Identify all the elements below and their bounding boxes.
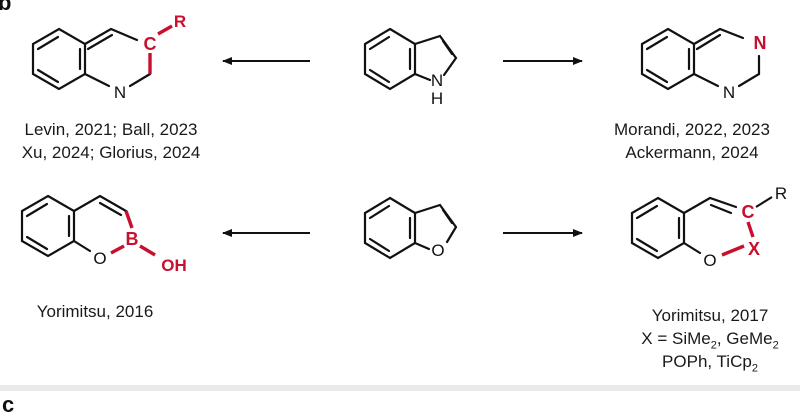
indole-hydrogen: H <box>431 89 443 108</box>
heterocycle-references: Yorimitsu, 2017 X = SiMe2, GeMe2 POPh, T… <box>620 304 800 375</box>
benzofuran-structure <box>363 196 458 260</box>
quinoline-structure <box>31 27 152 91</box>
heterocycle-carbon: C <box>742 202 755 222</box>
indole-nitrogen: N <box>431 71 443 90</box>
quinazoline-nitrogen-1: N <box>723 83 735 102</box>
quinoline-carbon: C <box>144 34 157 54</box>
heterocycle-ref-line-1: Yorimitsu, 2017 <box>651 306 769 325</box>
quinazoline-nitrogen-3: N <box>754 33 767 53</box>
oxaborine-b-o-bond <box>110 244 125 255</box>
heterocycle-structure <box>630 196 738 260</box>
oxaborine-references: Yorimitsu, 2016 <box>10 300 180 323</box>
oxaborine-boron: B <box>126 229 139 249</box>
quinoline-references: Levin, 2021; Ball, 2023 Xu, 2024; Gloriu… <box>0 118 222 164</box>
quinoline-r-bond <box>157 24 173 36</box>
quinoline-r-group: R <box>174 12 186 31</box>
quinazoline-structure <box>640 27 761 91</box>
heterocycle-oxygen: O <box>703 251 716 270</box>
indole-structure <box>363 27 458 91</box>
heterocycle-ref-line-2: X = SiMe2, GeMe2 <box>641 329 779 352</box>
quinoline-ref-line-2: Xu, 2024; Glorius, 2024 <box>21 143 201 162</box>
quinoline-nitrogen: N <box>114 83 126 102</box>
oxaborine-structure <box>20 194 128 258</box>
heterocycle-x-atom: X <box>748 239 760 259</box>
heterocycle-x-o-bond <box>721 244 745 257</box>
quinazoline-ref-line-1: Morandi, 2022, 2023 <box>614 120 770 139</box>
quinazoline-references: Morandi, 2022, 2023 Ackermann, 2024 <box>592 118 792 164</box>
heterocycle-ref-line-3: POPh, TiCp2 <box>662 352 758 375</box>
heterocycle-r-group: R <box>775 184 787 203</box>
oxaborine-oh-bond <box>139 244 156 257</box>
heterocycle-c-x-bond <box>746 221 755 238</box>
panel-label-c: c <box>2 392 15 417</box>
oxaborine-hydroxyl: OH <box>161 256 187 275</box>
oxaborine-oxygen: O <box>93 249 106 268</box>
panel-separator <box>0 385 800 391</box>
oxaborine-b-c-bond <box>124 210 134 229</box>
quinoline-ref-line-1: Levin, 2021; Ball, 2023 <box>24 120 198 139</box>
reaction-scheme: N H N C R N N O <box>20 12 787 275</box>
heterocycle-r-bond <box>755 196 773 208</box>
panel-label-b: b <box>0 0 12 15</box>
oxaborine-ref-line-1: Yorimitsu, 2016 <box>36 302 154 321</box>
benzofuran-oxygen: O <box>431 241 444 260</box>
quinazoline-ref-line-2: Ackermann, 2024 <box>625 143 759 162</box>
